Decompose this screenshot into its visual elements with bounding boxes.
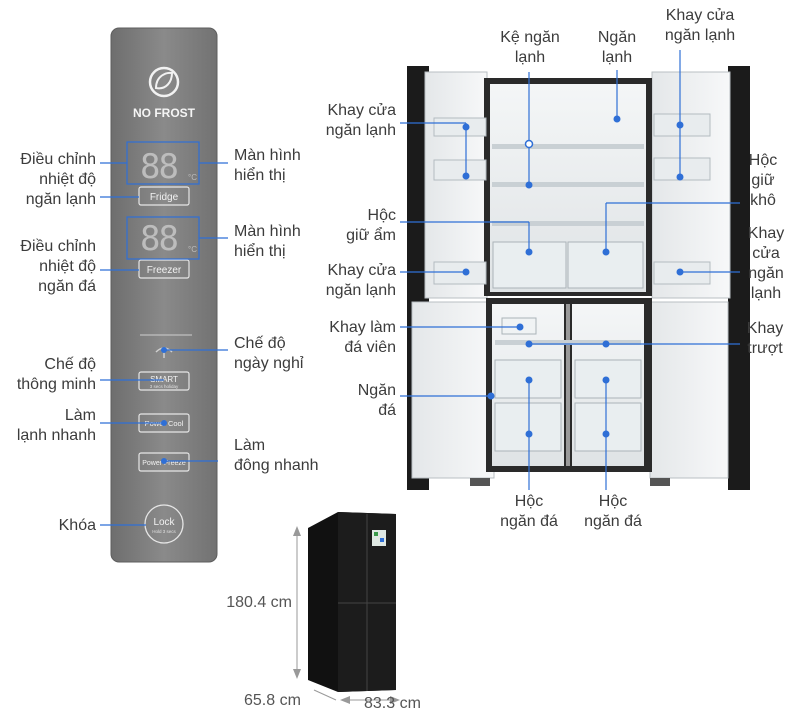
leaf-logo-icon [148,66,180,98]
dimension-height: 180.4 cm [226,594,292,611]
label-freezer: Ngăn đá [357,382,396,419]
lock-button-sub: Hold 3 secs [152,529,176,534]
smart-button-sub: 3 secs holiday [150,384,179,389]
label-sliding-tray: Khay trượt [746,320,784,357]
freezer-unit: °C [188,245,197,254]
brand-label: NO FROST [133,106,196,120]
label-smart-mode: Chế độ thông minh [16,356,96,393]
fridge-button[interactable]: Fridge [138,186,190,206]
control-panel: NO FROST 88 °C Fridge 88 °C Freezer [110,27,218,563]
lock-button-label: Lock [153,517,175,528]
smart-button-label: SMART [150,375,178,384]
fridge-display: 88 °C [140,147,197,187]
fridge-callout-lines [400,50,740,490]
lock-button[interactable]: Lock Hold 3 secs [144,504,184,544]
label-fridge-shelf: Kệ ngăn lạnh [500,29,560,66]
fridge-closed-illustration [308,512,396,692]
label-lock: Khóa [58,517,96,534]
fridge-unit: °C [188,173,197,182]
panel-callout-lines [100,141,228,526]
label-display-2: Màn hình hiển thị [234,223,301,260]
label-fridge-compartment: Ngăn lạnh [597,29,637,66]
fridge-button-label: Fridge [150,192,179,203]
dimension-lines [293,526,400,704]
dimension-width: 83.3 cm [364,695,421,712]
label-dry-drawer: Hộc giữ khô [748,152,778,209]
label-adjust-freezer-temp: Điều chỉnh nhiệt độ ngăn đá [20,238,96,295]
label-display-1: Màn hình hiển thị [234,147,301,184]
fridge-digits: 88 [140,147,177,187]
label-door-tray-top-right: Khay cửa ngăn lạnh [664,7,736,44]
freezer-button-label: Freezer [147,265,182,276]
label-freezer-drawer-right: Hộc ngăn đá [584,493,642,530]
label-adjust-fridge-temp: Điều chỉnh nhiệt độ ngăn lạnh [20,151,96,208]
label-fast-freeze: Làm đông nhanh [234,437,319,474]
freezer-display: 88 °C [140,219,197,259]
label-door-tray-top-left: Khay cửa ngăn lạnh [325,102,396,139]
dimension-depth: 65.8 cm [244,692,301,709]
label-freezer-drawer-left: Hộc ngăn đá [500,493,558,530]
smart-button[interactable]: SMART 3 secs holiday [138,371,190,391]
label-ice-tray: Khay làm đá viên [329,319,396,356]
label-door-tray-mid-right: Khay cửa ngăn lạnh [747,225,785,302]
freezer-digits: 88 [140,219,177,259]
label-door-tray-mid-left: Khay cửa ngăn lạnh [325,262,396,299]
fridge-open-illustration [407,66,750,490]
label-humid-drawer: Hộc giữ ẩm [346,207,396,244]
label-fast-cool: Làm lạnh nhanh [16,407,96,444]
freezer-button[interactable]: Freezer [138,259,190,279]
label-holiday-mode: Chế độ ngày nghỉ [234,335,304,372]
